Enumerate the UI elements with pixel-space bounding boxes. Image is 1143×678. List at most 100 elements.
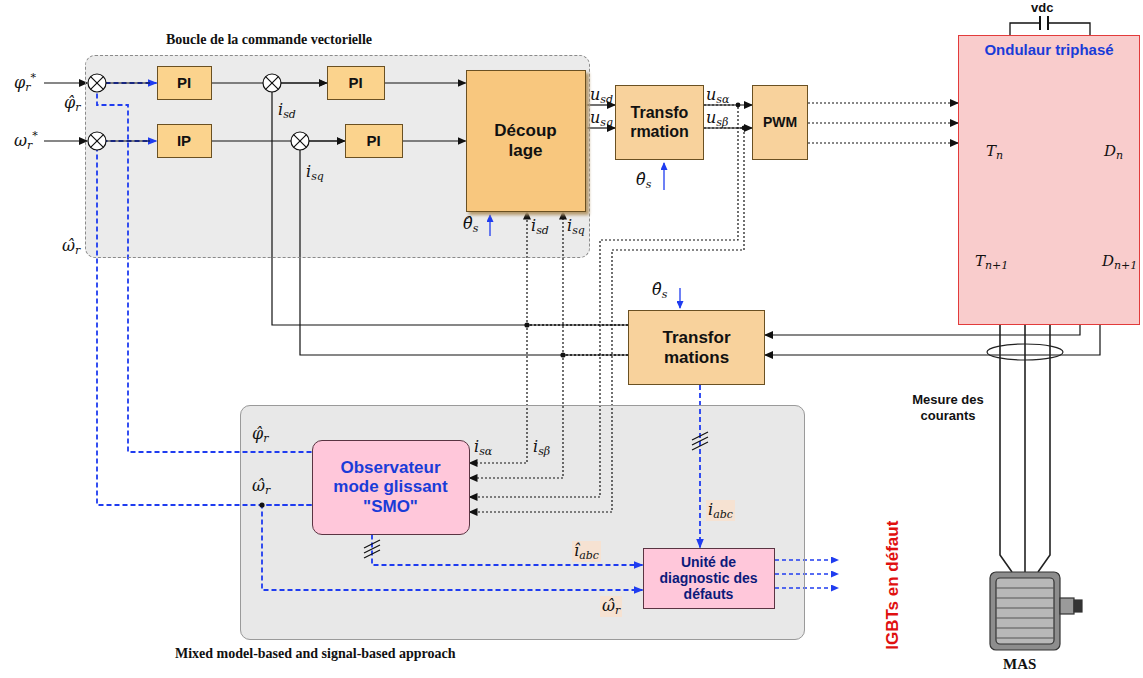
angle-label: θ̂s [463,214,478,235]
vector-control-panel: Boucle de la commande vectoriellePIPIIPP… [85,55,590,258]
fault-output-label: IGBTs en défaut [883,521,903,650]
estimate-label: ω̂r [62,236,80,257]
junction-dot [736,103,741,108]
box-label: PWM [763,114,797,130]
induction-motor [996,578,1054,644]
switch-label: Tn+1 [975,252,1008,272]
connector [563,212,628,356]
estimate-label: îabc [572,541,601,562]
signal-label: usβ [706,108,728,129]
reference-input [44,82,87,83]
diode-label: Dn+1 [1102,252,1137,272]
motor-label: MAS [1003,655,1036,673]
angle-label: θ̂s [636,170,651,191]
connector [808,122,958,123]
signal-label: isβ [533,437,550,458]
signal-label: usd [590,85,613,106]
angle-input-arrow [663,163,664,190]
connector [372,535,643,566]
fault-output-arrow [775,587,838,589]
observer-box: Observateur mode glissant "SMO" [312,440,470,535]
transform-box: Transfor mations [628,310,765,385]
diode-label: Dn [1104,142,1123,162]
signal-label: isα [474,437,492,458]
reference-label: ωr* [14,129,38,152]
connector [699,385,701,548]
controller-box: PI [345,124,403,158]
induction-motor [1074,600,1082,612]
sum-junction [91,135,104,148]
connector [808,142,958,143]
induction-motor [990,572,1082,650]
junction-dot [742,126,747,131]
controller-box: IP [157,124,212,158]
voltage-label: vdc [1031,0,1053,16]
connector [385,82,466,83]
estimate-label: ω̂r [252,476,270,497]
connector [470,355,629,478]
sum-junction [263,74,281,92]
reference-input [106,82,150,83]
box-label: PI [366,132,380,149]
motor-cable [1000,325,1050,572]
box-label: PI [177,74,191,91]
panel-title: Boucle de la commande vectorielle [166,32,372,48]
box-label: Découp lage [486,121,566,160]
box-label: Observateur mode glissant "SMO" [321,458,461,517]
fault-output-arrow [775,573,838,575]
pwm-box: PWM [752,85,808,160]
connector [527,212,628,326]
sum-junction [91,77,104,90]
angle-input-arrow [489,215,490,236]
induction-motor [990,572,1060,650]
junction-dot [259,502,264,507]
controller-box: PI [157,66,212,100]
sum-junction [88,74,106,92]
panel-ground [85,55,590,258]
signal-label: usα [706,85,729,106]
box-label: Transfo rmation [620,104,699,141]
estimate-label: φ̂r [64,93,80,114]
fault-output-arrow [775,560,838,588]
inverter-box: Ondulaur triphasé [958,35,1140,325]
sum-junction [88,132,106,150]
reference-label: φr* [14,71,36,94]
connector [765,325,1080,335]
dc-capacitor [1010,16,1090,35]
dc-capacitor [1040,16,1048,30]
box-label: Transfor mations [647,328,747,367]
connector [808,102,958,103]
panel-ground [240,405,805,640]
reference-input [106,140,150,141]
angle-input-arrow [679,288,680,308]
sum-junction [266,77,279,90]
estimate-label: ω̂r [600,596,622,617]
connector [97,141,312,505]
signal-label: iabc [706,500,735,521]
sensor-label: Mesure des courants [900,392,996,423]
sum-junction [291,132,309,150]
junction-dot [560,352,565,357]
fault-output-arrow [775,559,838,561]
reference-input [44,140,87,141]
connector [403,140,466,141]
decoupling-box: Découp lage [466,70,586,212]
angle-label: θ̂s [652,280,667,301]
current-sensor [987,344,1063,360]
induction-motor [996,588,1054,638]
connector [97,83,312,452]
panel-title: Mixed model-based and signal-based appro… [175,646,456,662]
diagnosis-box: Unité de diagnostic des défauts [643,548,775,609]
box-label: IP [177,132,191,149]
panel-ground [85,55,805,640]
junction-dot [524,322,529,327]
bus-slash [692,432,708,450]
dc-capacitor [1010,23,1090,35]
box-label: PI [348,74,362,91]
signal-label: isq [306,162,324,183]
current-sensor [987,344,1063,360]
signal-label: isd [531,216,549,237]
connector [470,325,629,463]
transform-box: Transfo rmation [615,85,704,160]
signal-label: isd [278,100,296,121]
